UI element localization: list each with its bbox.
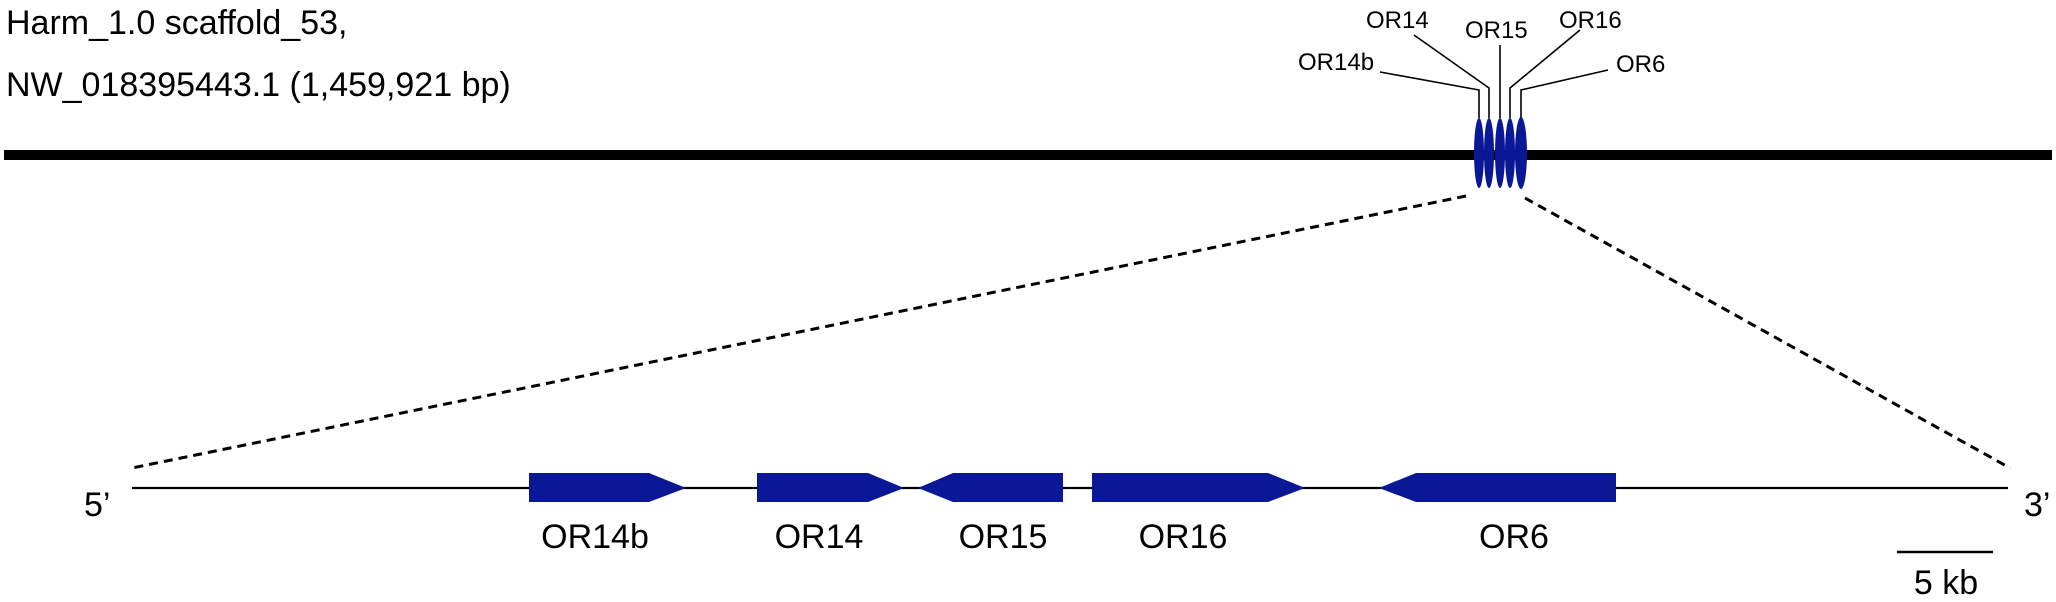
gene-label-or16: OR16: [1139, 518, 1228, 556]
scaffold-marker-or16: [1505, 118, 1515, 188]
zoom-line-left: [131, 194, 1467, 470]
gene-arrow-or16: [1092, 473, 1305, 502]
scaffold-leader-lines: [1379, 29, 1609, 118]
gene-label-or15: OR15: [959, 518, 1048, 556]
scaffold-title-line2: NW_018395443.1 (1,459,921 bp): [6, 66, 511, 104]
zoom-line-right: [1524, 196, 2011, 470]
scaffold-marker-or6: [1515, 117, 1527, 189]
leader-or14b: [1379, 71, 1480, 118]
scaffold-label-or14b: OR14b: [1298, 49, 1374, 76]
scaffold-marker-or14b: [1474, 118, 1484, 188]
scale-bar-label: 5 kb: [1914, 564, 1978, 602]
gene-arrow-or6: [1379, 473, 1616, 502]
leader-or16: [1509, 29, 1581, 118]
scaffold-title-line1: Harm_1.0 scaffold_53,: [6, 4, 347, 42]
scaffold-label-or16: OR16: [1559, 7, 1622, 34]
scaffold-gene-markers: [1474, 117, 1527, 189]
scaffold-label-or14: OR14: [1366, 7, 1429, 34]
leader-or6: [1520, 69, 1609, 118]
three-prime-label: 3’: [2024, 486, 2050, 524]
gene-arrow-or15: [918, 473, 1063, 502]
scaffold-label-or15: OR15: [1465, 17, 1528, 44]
scaffold-marker-or15: [1495, 118, 1505, 188]
scaffold-label-or6: OR6: [1616, 51, 1665, 78]
gene-arrows: [529, 473, 1616, 502]
gene-arrow-or14b: [529, 473, 686, 502]
gene-arrow-or14: [757, 473, 904, 502]
gene-label-or14b: OR14b: [541, 518, 649, 556]
scaffold-marker-or14: [1484, 118, 1494, 188]
leader-or14: [1413, 34, 1490, 118]
gene-label-or6: OR6: [1479, 518, 1549, 556]
five-prime-label: 5’: [84, 486, 110, 524]
gene-label-or14: OR14: [775, 518, 864, 556]
